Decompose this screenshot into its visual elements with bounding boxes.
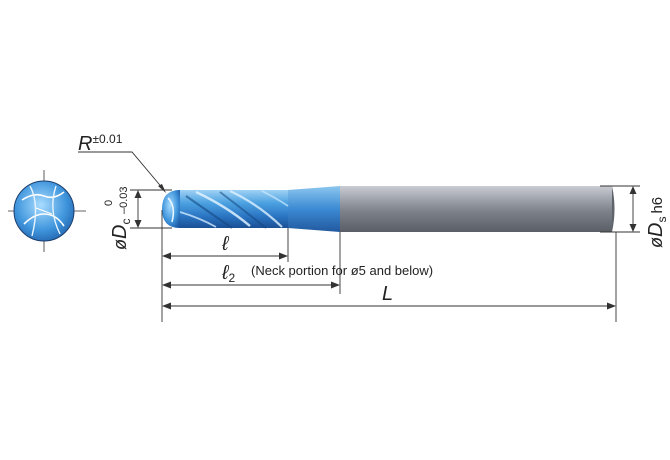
ball-end-cross-section-icon <box>8 170 86 252</box>
radius-label: R±0.01 <box>78 132 123 155</box>
svg-text:–0.03: –0.03 <box>118 186 130 214</box>
shank-diameter-label: øDsh6 <box>645 197 669 248</box>
flute-length-dimension <box>162 252 288 260</box>
svg-text:øDc: øDc <box>109 219 133 250</box>
shank-diameter-dimension <box>600 185 640 233</box>
ball-nose <box>162 190 180 228</box>
flutes <box>178 190 288 228</box>
neck-length-dimension <box>162 281 340 289</box>
flute-length-label: ℓ <box>221 233 230 255</box>
svg-text:øDsh6: øDsh6 <box>645 197 669 248</box>
svg-text:0: 0 <box>103 200 115 206</box>
end-mill-tool <box>162 186 615 232</box>
neck-length-label: ℓ2 <box>221 262 235 285</box>
neck-length-note: (Neck portion for ø5 and below) <box>251 263 433 278</box>
shank <box>340 186 612 232</box>
radius-dimension <box>78 151 166 193</box>
cutting-diameter-label: øDc 0 –0.03 <box>103 186 133 250</box>
cutting-diameter-dimension <box>130 189 172 229</box>
overall-length-dimension <box>162 302 616 310</box>
overall-length-label: L <box>382 283 393 305</box>
extension-lines <box>161 210 617 322</box>
neck <box>288 186 340 232</box>
